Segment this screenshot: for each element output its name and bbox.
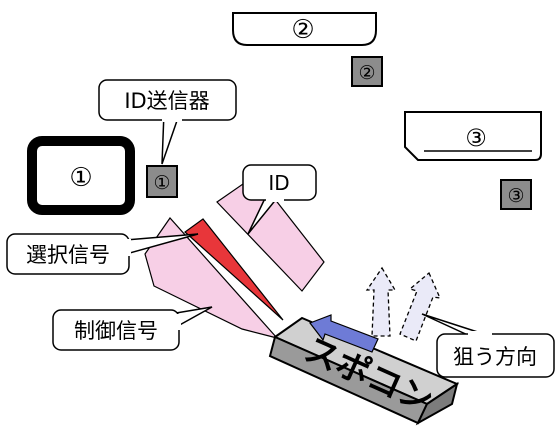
callout-id: ID [242,164,317,235]
aim-arrow-left [365,266,397,337]
device-1-number: ① [69,163,92,193]
remote-direction-arrow [309,314,379,353]
remote-end-face [415,381,459,426]
callout-selection-signal: 選択信号 [6,233,199,275]
device-2: ② [232,12,377,46]
callout-id-transmitter-text: ID送信器 [124,89,209,113]
id-tag-1-label: ① [153,172,170,194]
id-tag-3: ③ [500,179,532,210]
callout-aim-direction: 狙う方向 [421,313,555,378]
device-3-number: ③ [465,124,487,152]
callout-selection-signal-text: 選択信号 [26,243,110,267]
selection-signal-beam [184,218,284,321]
device-1: ① [27,136,135,215]
aim-arrow-right [399,271,442,342]
device-2-number: ② [291,15,314,45]
callout-aim-direction-text: 狙う方向 [453,345,537,369]
callout-id-transmitter: ID送信器 [98,79,237,165]
remote-control: スポコン [268,314,460,426]
id-tag-2-label: ② [358,62,375,84]
callout-control-signal: 制御信号 [52,306,213,351]
callout-control-signal-text: 制御信号 [74,319,158,343]
id-tag-2: ② [351,56,383,87]
id-tag-1: ① [146,165,178,198]
device-1-frame [27,136,135,215]
id-tag-3-label: ③ [507,185,524,207]
callout-id-text: ID [268,171,289,195]
device-3: ③ [404,111,542,161]
device-2-body [232,12,377,46]
device-3-body [404,111,542,161]
